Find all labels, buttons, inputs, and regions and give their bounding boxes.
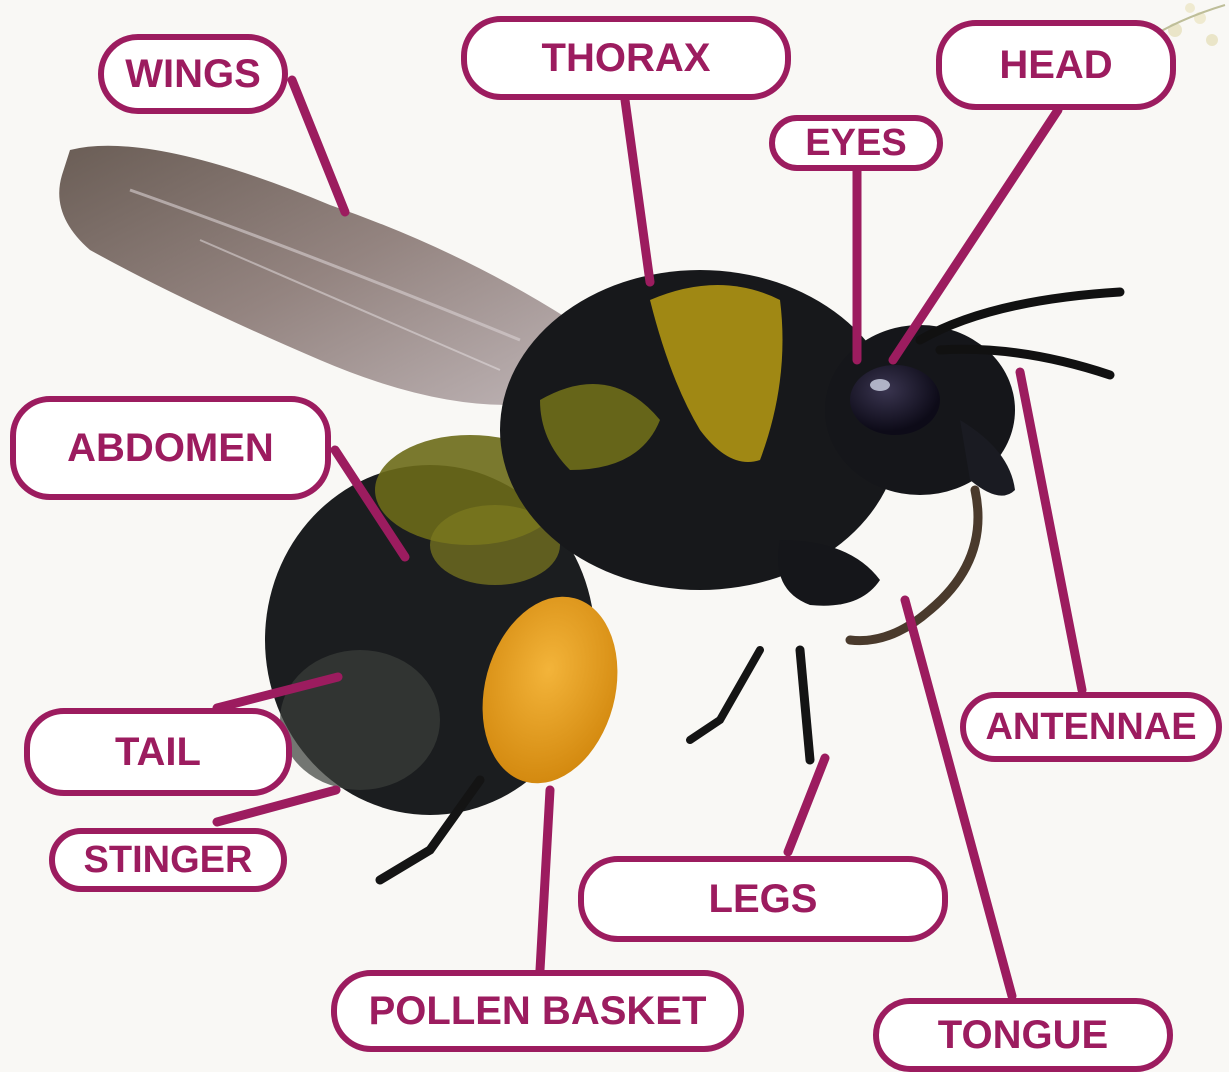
wings-label: WINGS bbox=[98, 34, 288, 114]
wing-shape bbox=[59, 146, 578, 405]
pollen-basket-leader-line bbox=[540, 790, 550, 970]
tongue-label: TONGUE bbox=[873, 998, 1173, 1072]
head-label: HEAD bbox=[936, 20, 1176, 110]
antennae-leader-line bbox=[1020, 372, 1082, 690]
stinger-label: STINGER bbox=[49, 828, 287, 892]
pollen-basket-label: POLLEN BASKET bbox=[331, 970, 744, 1052]
eyes-label: EYES bbox=[769, 115, 943, 171]
antennae-label: ANTENNAE bbox=[960, 692, 1222, 762]
abdomen-label: ABDOMEN bbox=[10, 396, 331, 500]
bee-eye-shape bbox=[850, 365, 940, 435]
thorax-leader-line bbox=[625, 100, 650, 282]
legs-leader-line bbox=[788, 758, 825, 852]
thorax-label: THORAX bbox=[461, 16, 791, 100]
tail-label: TAIL bbox=[24, 708, 292, 796]
wings-leader-line bbox=[292, 80, 345, 212]
legs-label: LEGS bbox=[578, 856, 948, 942]
